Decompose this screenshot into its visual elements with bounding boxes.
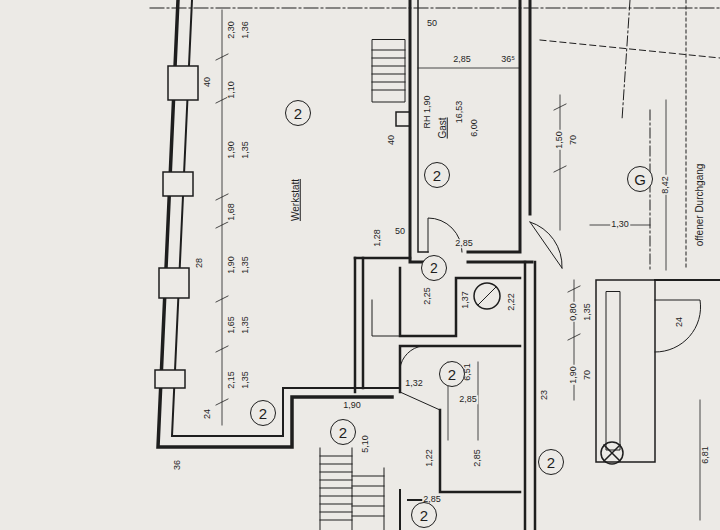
dimension-label: 2,85 bbox=[458, 395, 478, 404]
dimension-label: 2,30 bbox=[227, 20, 236, 40]
wall bbox=[355, 258, 363, 392]
room-number: 2 bbox=[547, 455, 555, 470]
chimney bbox=[396, 112, 410, 126]
room-number-circle: 2 bbox=[538, 449, 564, 475]
dimension-label: 24 bbox=[675, 316, 684, 328]
dimension-label: 1,32 bbox=[404, 379, 424, 388]
wall bbox=[400, 392, 440, 410]
dimension-label: 50 bbox=[426, 19, 438, 28]
boundary-line bbox=[686, 0, 687, 270]
dimension-label: 1,35 bbox=[583, 302, 592, 322]
dimension-label: 1,35 bbox=[241, 315, 250, 335]
inner-wall bbox=[172, 0, 398, 436]
dimension-label: 28 bbox=[195, 257, 204, 269]
dimension-label: 2,22 bbox=[507, 292, 516, 312]
dimension-label: 2,85 bbox=[454, 239, 474, 248]
dimension-label: 2,85 bbox=[452, 55, 472, 64]
room-number-circle: 2 bbox=[250, 400, 276, 426]
dimension-label: 16,53 bbox=[455, 100, 464, 125]
dimension-label: 1,37 bbox=[461, 290, 470, 310]
dimension-label: 1,90 bbox=[227, 140, 236, 160]
dimension-label: 50 bbox=[394, 227, 406, 236]
axis-line bbox=[150, 8, 720, 9]
dimension-label: offener Durchgang bbox=[695, 163, 706, 248]
room-number-circle: 2 bbox=[439, 361, 465, 387]
dimension-label: 5,10 bbox=[361, 434, 370, 454]
stair bbox=[320, 448, 384, 530]
room-number-circle: 2 bbox=[421, 255, 447, 281]
dimension-label: 8,42 bbox=[661, 175, 670, 195]
shaft-symbol bbox=[478, 287, 496, 305]
dimension-label: 40 bbox=[387, 134, 396, 146]
dimension-label: 70 bbox=[583, 369, 592, 381]
dimension-label: 2,85 bbox=[473, 448, 482, 468]
dimension-label: 1,35 bbox=[241, 255, 250, 275]
windows bbox=[155, 66, 198, 388]
dimension-label: 1,30 bbox=[610, 220, 630, 229]
room-name: Gast bbox=[438, 116, 449, 139]
dimension-lines bbox=[216, 10, 700, 520]
dimension-label: 23 bbox=[540, 389, 549, 401]
wall bbox=[400, 346, 520, 492]
room-number-circle: 2 bbox=[330, 419, 356, 445]
dimension-label: 1,90 bbox=[569, 365, 578, 385]
dimension-label: 1,90 bbox=[342, 401, 362, 410]
dimension-label: 70 bbox=[569, 134, 578, 146]
dimension-label: 40 bbox=[203, 76, 212, 88]
dimension-label: 1,65 bbox=[227, 315, 236, 335]
room-number: 2 bbox=[294, 106, 302, 121]
room-number: 2 bbox=[339, 425, 347, 440]
stair bbox=[372, 40, 405, 102]
room-name: Werkstatt bbox=[291, 178, 302, 222]
room-number: 2 bbox=[420, 508, 428, 523]
wall bbox=[525, 262, 535, 530]
wall bbox=[596, 280, 655, 462]
room-number: 2 bbox=[433, 168, 441, 183]
room-number-circle: 2 bbox=[285, 100, 311, 126]
outer-wall bbox=[158, 0, 392, 447]
room-number-circle: 2 bbox=[411, 502, 437, 528]
dimension-label: 6,00 bbox=[470, 118, 479, 138]
wall bbox=[372, 300, 400, 336]
dimension-label: 2,25 bbox=[423, 286, 432, 306]
dimension-label: 24 bbox=[203, 408, 212, 420]
room-number-circle: 2 bbox=[424, 162, 450, 188]
dimension-label: 1,36 bbox=[241, 20, 250, 40]
dimension-label: 1,10 bbox=[227, 80, 236, 100]
dimension-label: 1,90 bbox=[227, 255, 236, 275]
dimension-label: 36⁵ bbox=[500, 55, 516, 64]
wall bbox=[355, 257, 410, 260]
room-number: 2 bbox=[430, 261, 438, 275]
dimension-label: 1,22 bbox=[425, 448, 434, 468]
wall bbox=[655, 279, 720, 281]
door-swing bbox=[655, 300, 701, 352]
room-number: 2 bbox=[448, 367, 456, 382]
boundary-line bbox=[540, 40, 720, 58]
dimension-label: 2,15 bbox=[227, 370, 236, 390]
dimension-label: 0,80 bbox=[569, 302, 578, 322]
dimension-label: 36 bbox=[173, 459, 182, 471]
door-swing bbox=[400, 346, 422, 368]
wall bbox=[410, 0, 428, 262]
dimension-label: 1,50 bbox=[555, 130, 564, 150]
room-number-circle: G bbox=[627, 166, 653, 192]
shaft-symbol bbox=[474, 283, 500, 309]
wall bbox=[400, 268, 520, 336]
room-number: 2 bbox=[259, 406, 267, 421]
dimension-label: 1,35 bbox=[241, 140, 250, 160]
dimension-label: 1,28 bbox=[373, 228, 382, 248]
dimension-label: RH 1,90 bbox=[423, 94, 432, 129]
dimension-label: 1,68 bbox=[227, 202, 236, 222]
wall bbox=[468, 0, 532, 262]
room-number: G bbox=[634, 172, 646, 187]
dimension-label: 1,35 bbox=[241, 370, 250, 390]
cabinet bbox=[606, 292, 620, 450]
dimension-label: 6,81 bbox=[701, 445, 710, 465]
